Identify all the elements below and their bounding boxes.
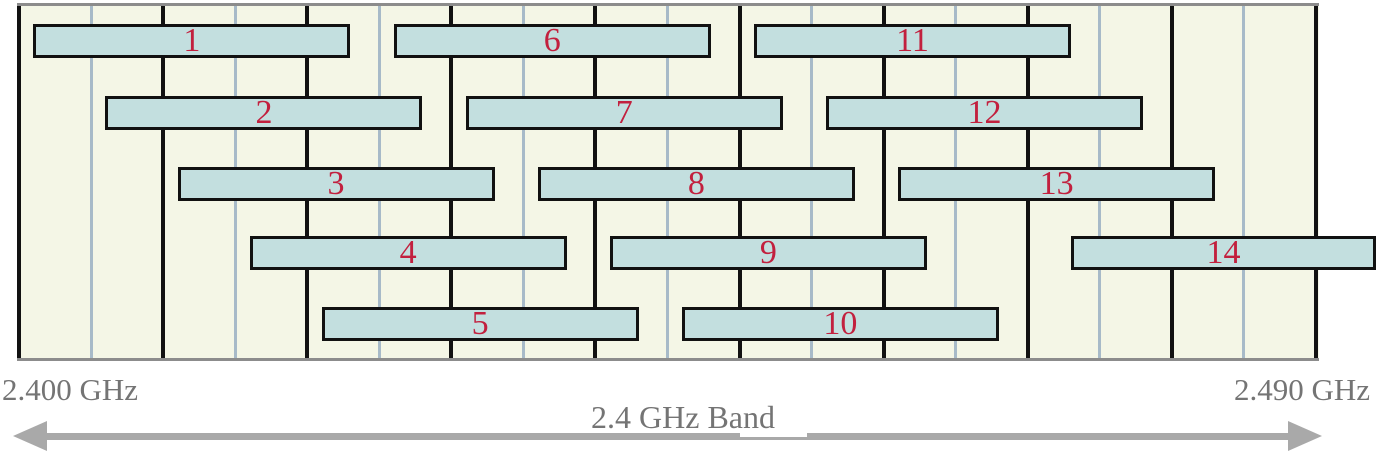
channel-number: 12 xyxy=(967,94,1002,131)
channel-bar-8: 8 xyxy=(537,165,855,202)
channel-number: 4 xyxy=(399,234,417,271)
arrow-gap-artifact xyxy=(740,426,807,437)
arrow-right-head-icon xyxy=(1288,421,1322,451)
band-name-label: 2.4 GHz Band xyxy=(591,399,775,435)
grid-line-major xyxy=(161,6,166,358)
channel-number: 13 xyxy=(1039,165,1074,202)
channel-bar-9: 9 xyxy=(609,234,927,271)
channel-number: 5 xyxy=(471,305,489,342)
channel-number: 10 xyxy=(823,305,858,342)
grid-line-major xyxy=(1314,6,1318,358)
channel-number: 2 xyxy=(255,94,273,131)
channel-bar-11: 11 xyxy=(753,22,1071,59)
channel-number: 9 xyxy=(759,234,777,271)
channel-bar-12: 12 xyxy=(826,94,1144,131)
channel-number: 3 xyxy=(327,165,345,202)
channel-number: 11 xyxy=(896,22,929,59)
channel-bar-1: 1 xyxy=(33,22,351,59)
channel-bar-5: 5 xyxy=(321,305,639,342)
channel-number: 14 xyxy=(1206,234,1241,271)
channel-bar-3: 3 xyxy=(177,165,495,202)
band-end-frequency-label: 2.490 GHz xyxy=(1233,372,1370,407)
channel-bar-13: 13 xyxy=(898,165,1216,202)
band-extent-arrow-line xyxy=(30,433,1295,440)
channel-bar-14: 14 xyxy=(1071,236,1376,270)
channel-bar-10: 10 xyxy=(681,305,999,342)
grid-line-minor xyxy=(89,6,93,358)
channel-bar-4: 4 xyxy=(249,234,567,271)
arrow-left-head-icon xyxy=(13,421,47,451)
channel-number: 6 xyxy=(543,22,561,59)
channel-bar-2: 2 xyxy=(105,94,423,131)
grid-line-minor xyxy=(521,6,525,358)
grid-line-major xyxy=(881,6,886,358)
channel-number: 7 xyxy=(615,94,633,131)
channel-bar-7: 7 xyxy=(465,94,783,131)
grid-line-minor xyxy=(1242,6,1246,358)
band-start-frequency-label: 2.400 GHz xyxy=(2,372,139,407)
channel-number: 1 xyxy=(183,22,201,59)
channel-bar-6: 6 xyxy=(393,22,711,59)
grid-line-major xyxy=(17,6,21,358)
channel-number: 8 xyxy=(687,165,705,202)
